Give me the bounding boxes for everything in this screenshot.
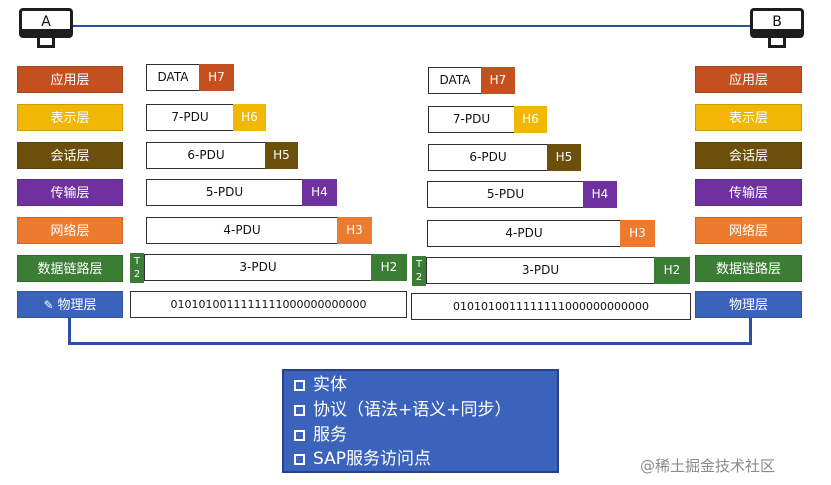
right-bitstream: 0101010011111111000000000000 bbox=[411, 293, 691, 320]
concept-label: 实体 bbox=[313, 375, 347, 395]
right-header-h6: H6 bbox=[514, 106, 547, 133]
concept-item: 实体 bbox=[294, 373, 347, 397]
left-pdu-7-label: 7-PDU bbox=[171, 110, 209, 124]
right-pdu-3: 3-PDU H2 bbox=[426, 257, 690, 284]
left-layer-datalink: 数据链路层 bbox=[17, 255, 123, 282]
left-header-h7: H7 bbox=[199, 64, 234, 91]
left-layer-application: 应用层 bbox=[17, 66, 123, 93]
left-layer-transport: 传输层 bbox=[17, 179, 123, 206]
right-header-h5: H5 bbox=[547, 144, 581, 171]
right-layer-presentation: 表示层 bbox=[695, 104, 802, 131]
right-trailer-t2: T 2 bbox=[412, 256, 426, 286]
right-pdu-4: 4-PDU H3 bbox=[427, 220, 655, 247]
left-pdu-7: 7-PDU H6 bbox=[146, 104, 266, 131]
right-layer-network: 网络层 bbox=[695, 217, 802, 244]
concept-label: SAP服务访问点 bbox=[313, 449, 431, 469]
computer-a-label: A bbox=[41, 14, 51, 30]
left-layer-physical-label: 物理层 bbox=[57, 298, 97, 313]
left-pdu-5: 5-PDU H4 bbox=[146, 179, 337, 206]
right-pdu-data-label: DATA bbox=[439, 73, 471, 87]
left-pdu-6: 6-PDU H5 bbox=[146, 142, 298, 169]
left-trailer-2: 2 bbox=[133, 269, 141, 280]
left-pdu-data-label: DATA bbox=[157, 70, 189, 84]
right-physical-link bbox=[749, 318, 752, 345]
concepts-box: 实体 协议（语法+语义+同步） 服务 SAP服务访问点 bbox=[282, 369, 559, 473]
right-pdu-5: 5-PDU H4 bbox=[427, 181, 617, 208]
left-pdu-6-label: 6-PDU bbox=[187, 148, 225, 162]
right-pdu-7: 7-PDU H6 bbox=[428, 106, 547, 133]
left-header-h2: H2 bbox=[371, 254, 407, 281]
concept-item: SAP服务访问点 bbox=[294, 447, 431, 471]
right-header-h4: H4 bbox=[583, 181, 617, 208]
concept-item: 协议（语法+语义+同步） bbox=[294, 398, 512, 422]
left-layer-physical: ✎物理层 bbox=[17, 291, 123, 318]
right-pdu-7-label: 7-PDU bbox=[452, 112, 491, 126]
right-pdu-5-label: 5-PDU bbox=[486, 187, 525, 201]
checkbox-icon bbox=[294, 454, 305, 465]
left-layer-presentation: 表示层 bbox=[17, 104, 123, 131]
checkbox-icon bbox=[294, 430, 305, 441]
watermark: @稀土掘金技术社区 bbox=[640, 457, 776, 475]
left-header-h3: H3 bbox=[337, 217, 372, 244]
right-pdu-6: 6-PDU H5 bbox=[428, 144, 581, 171]
left-physical-link bbox=[68, 318, 71, 345]
left-header-h5: H5 bbox=[265, 142, 298, 169]
pencil-icon: ✎ bbox=[43, 298, 54, 312]
left-header-h4: H4 bbox=[302, 179, 337, 206]
right-header-h2: H2 bbox=[654, 257, 690, 284]
left-layer-network: 网络层 bbox=[17, 217, 123, 244]
checkbox-icon bbox=[294, 405, 305, 416]
computer-b-icon: B bbox=[750, 8, 804, 48]
left-pdu-data: DATA H7 bbox=[146, 64, 234, 91]
checkbox-icon bbox=[294, 380, 305, 391]
left-layer-session: 会话层 bbox=[17, 142, 123, 169]
left-pdu-3-label: 3-PDU bbox=[239, 260, 277, 274]
right-trailer-2: 2 bbox=[415, 272, 423, 283]
left-bitstream-label: 0101010011111111000000000000 bbox=[170, 298, 367, 311]
concept-item: 服务 bbox=[294, 423, 347, 447]
concept-label: 协议（语法+语义+同步） bbox=[313, 400, 512, 420]
computer-a-icon: A bbox=[19, 8, 73, 48]
right-pdu-6-label: 6-PDU bbox=[469, 150, 507, 164]
top-link-line bbox=[70, 25, 752, 27]
right-layer-physical: 物理层 bbox=[695, 291, 802, 318]
right-layer-session: 会话层 bbox=[695, 142, 802, 169]
right-pdu-data: DATA H7 bbox=[428, 67, 515, 94]
left-pdu-4: 4-PDU H3 bbox=[146, 217, 372, 244]
left-trailer-t2: T 2 bbox=[130, 253, 144, 283]
concept-label: 服务 bbox=[313, 425, 347, 445]
right-layer-transport: 传输层 bbox=[695, 179, 802, 206]
left-header-h6: H6 bbox=[233, 104, 266, 131]
right-header-h3: H3 bbox=[620, 220, 655, 247]
bottom-physical-link bbox=[70, 342, 750, 345]
left-bitstream: 0101010011111111000000000000 bbox=[130, 291, 407, 318]
right-header-h7: H7 bbox=[481, 67, 515, 94]
left-pdu-3: 3-PDU H2 bbox=[144, 254, 407, 281]
right-bitstream-label: 0101010011111111000000000000 bbox=[453, 300, 649, 313]
right-trailer-t: T bbox=[415, 259, 423, 270]
left-pdu-5-label: 5-PDU bbox=[205, 185, 244, 199]
left-trailer-t: T bbox=[133, 256, 141, 267]
right-layer-datalink: 数据链路层 bbox=[695, 255, 802, 282]
computer-b-label: B bbox=[772, 14, 782, 30]
right-pdu-4-label: 4-PDU bbox=[505, 226, 543, 240]
right-pdu-3-label: 3-PDU bbox=[521, 263, 560, 277]
right-layer-application: 应用层 bbox=[695, 66, 802, 93]
left-pdu-4-label: 4-PDU bbox=[223, 223, 261, 237]
